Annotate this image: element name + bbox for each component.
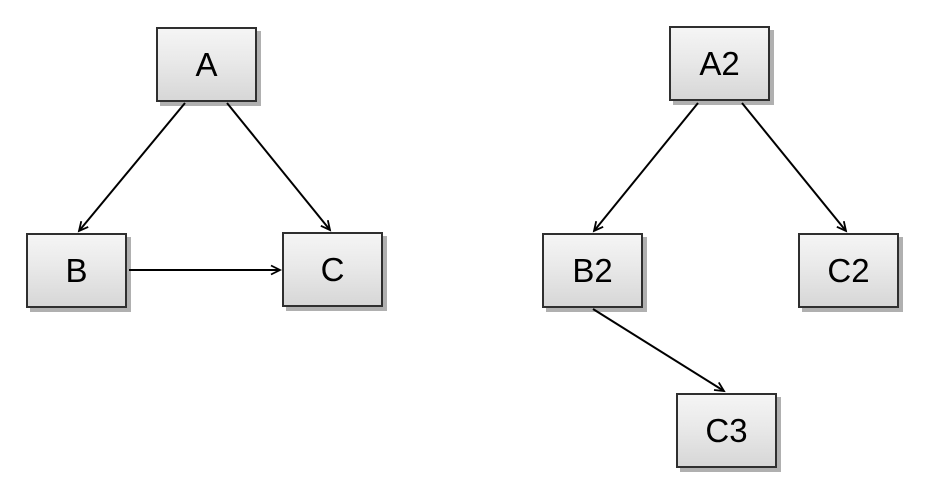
edge-B2-C3[interactable] bbox=[592, 308, 726, 393]
node-C2[interactable]: C2 bbox=[798, 233, 899, 308]
node-B2[interactable]: B2 bbox=[542, 233, 643, 308]
node-B[interactable]: B bbox=[26, 233, 127, 308]
edge-A2-B2[interactable] bbox=[592, 102, 699, 233]
node-C3-label: C3 bbox=[705, 412, 748, 449]
node-B2-label: B2 bbox=[572, 252, 613, 289]
node-C-label: C bbox=[320, 251, 345, 288]
edge-A-B[interactable] bbox=[77, 102, 186, 233]
node-A2[interactable]: A2 bbox=[669, 26, 770, 101]
node-C2-label: C2 bbox=[827, 252, 870, 289]
edge-A2-C2[interactable] bbox=[741, 102, 848, 233]
node-C3[interactable]: C3 bbox=[676, 393, 777, 468]
node-A-label: A bbox=[195, 46, 218, 83]
edge-A-C[interactable] bbox=[226, 102, 332, 232]
node-A[interactable]: A bbox=[156, 27, 257, 102]
node-A2-label: A2 bbox=[699, 45, 740, 82]
node-C[interactable]: C bbox=[282, 232, 383, 307]
node-B-label: B bbox=[65, 252, 88, 289]
